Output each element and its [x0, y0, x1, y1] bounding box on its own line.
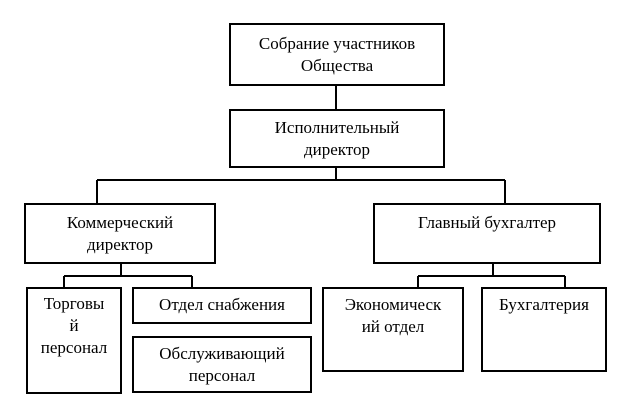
node-commercial-director: Коммерческий директор	[24, 203, 216, 264]
node-assembly: Собрание участников Общества	[229, 23, 445, 86]
node-economic-department-label: Экономическ ий отдел	[344, 295, 442, 336]
node-chief-accountant-label: Главный бухгалтер	[417, 213, 557, 232]
node-economic-department: Экономическ ий отдел	[322, 287, 464, 372]
node-supply-department: Отдел снабжения	[132, 287, 312, 324]
node-accounting-label: Бухгалтерия	[499, 295, 589, 314]
node-sales-staff: Торговы й персонал	[26, 287, 122, 394]
node-sales-staff-label: Торговы й персонал	[40, 294, 108, 357]
node-service-staff: Обслуживающий персонал	[132, 336, 312, 393]
node-commercial-director-label: Коммерческий директор	[66, 213, 174, 254]
node-executive-director: Исполнительный директор	[229, 109, 445, 168]
node-supply-department-label: Отдел снабжения	[159, 295, 285, 314]
node-assembly-label: Собрание участников Общества	[258, 34, 416, 75]
node-accounting: Бухгалтерия	[481, 287, 607, 372]
node-executive-director-label: Исполнительный директор	[274, 118, 400, 159]
node-chief-accountant: Главный бухгалтер	[373, 203, 601, 264]
node-service-staff-label: Обслуживающий персонал	[159, 344, 285, 385]
